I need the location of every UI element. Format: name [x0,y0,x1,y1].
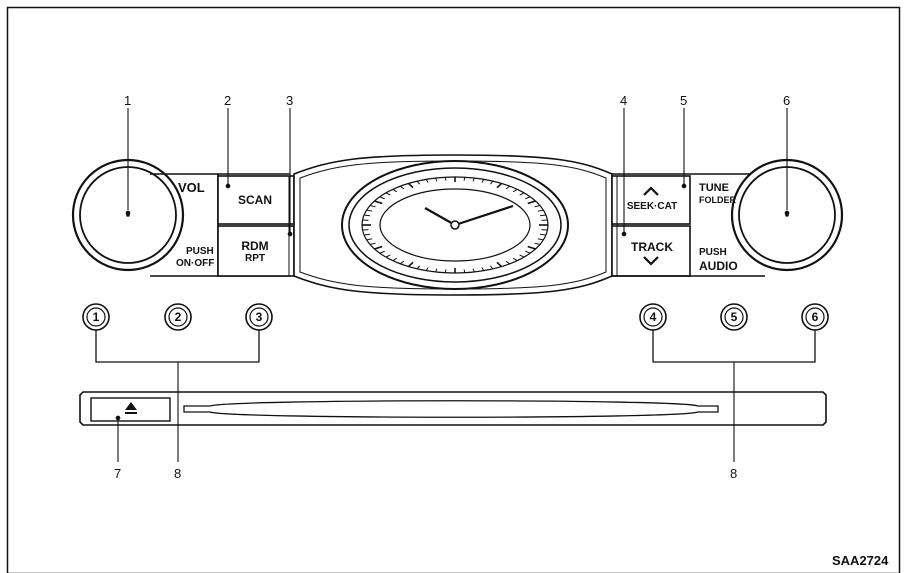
clock-tick [416,265,421,270]
preset-1-label: 1 [92,310,100,324]
clock-tick [369,204,376,208]
clock-tick [512,257,518,262]
clock-tick [527,200,536,205]
clock-tick [407,182,414,189]
folder-label: FOLDER [699,195,736,205]
clock-tick [435,268,438,273]
track-label: TRACK [631,240,673,254]
clock-tick [379,250,385,254]
leader-lines [115,108,790,462]
eject-icon [125,402,137,410]
clock-tick [374,200,383,205]
callout-3: 3 [286,93,294,108]
clock-tick [481,267,485,271]
push-audio-label-line2: AUDIO [699,259,738,273]
vol-label: VOL [178,180,205,195]
clock-tick [400,260,405,265]
clock-tick [379,196,385,200]
left-panel-outline [150,173,219,277]
seek-cat-button-frame [611,175,691,225]
clock-tick [496,182,503,189]
push-on-off-label-line2: ON·OFF [176,258,215,269]
clock-tick [519,192,525,196]
figure-frame [6,6,901,573]
preset-4-label: 4 [649,310,657,324]
clock-tick [425,267,429,271]
clock-tick [505,260,510,265]
clock-tick [472,268,475,273]
clock-tick [525,196,531,200]
cd-slot-bar [79,391,827,426]
figure-code: SAA2724 [832,553,889,568]
clock-tick [481,179,485,183]
clock-tick [512,188,518,193]
clock-tick [407,261,414,268]
clock-tick [537,238,544,241]
callout-7: 7 [114,466,122,481]
clock-tick [489,180,494,185]
clock-tick [366,209,373,212]
clock-tick [435,177,438,182]
clock-tick [463,269,466,273]
clock-tick [534,242,541,246]
clock-tick [363,233,370,236]
right-preset-bracket [652,330,816,363]
rpt-label: RPT [245,253,265,264]
clock-tick [366,238,373,241]
preset-5-label: 5 [730,310,738,324]
clock-tick [463,177,466,181]
analog-clock [341,160,569,290]
preset-3-label: 3 [255,310,263,324]
rdm-button-frame [217,225,295,277]
clock-tick [392,257,398,262]
clock-tick [363,214,370,217]
callout-4: 4 [620,93,628,108]
scan-label: SCAN [237,193,272,207]
clock-tick [416,180,421,185]
left-preset-bracket [95,330,260,363]
tune-label: TUNE [699,182,729,194]
clock-tick [505,185,510,190]
clock-tick [369,242,376,246]
push-on-off-label-line1: PUSH [186,246,214,257]
clock-tick [385,254,391,258]
callout-1: 1 [124,93,132,108]
callout-5: 5 [680,93,688,108]
clock-tick [489,265,494,270]
callout-8-right: 8 [730,466,738,481]
clock-tick [525,250,531,254]
clock-tick [537,209,544,212]
clock-tick [472,177,475,182]
clock-tick [425,179,429,183]
rdm-label: RDM [241,238,269,253]
preset-6-label: 6 [811,310,819,324]
seek-up-arrow [643,186,659,196]
clock-tick [444,177,447,181]
track-down-arrow [643,256,659,266]
preset-buttons [82,303,829,331]
clock-tick [444,269,447,273]
clock-tick [374,245,383,250]
clock-tick [400,185,405,190]
callout-8-left: 8 [174,466,182,481]
scan-button-frame [217,175,295,225]
seek-cat-label: SEEK·CAT [626,201,678,212]
preset-2-label: 2 [174,310,182,324]
clock-tick [540,233,547,236]
clock-tick [385,192,391,196]
clock-tick [392,188,398,193]
clock-tick [496,261,503,268]
clock-tick-marks [362,177,548,273]
clock-tick [527,245,536,250]
push-audio-label-line1: PUSH [699,247,727,258]
clock-tick [519,254,525,258]
callout-2: 2 [224,93,232,108]
clock-tick [534,204,541,208]
clock-tick [540,214,547,217]
callout-6: 6 [783,93,791,108]
